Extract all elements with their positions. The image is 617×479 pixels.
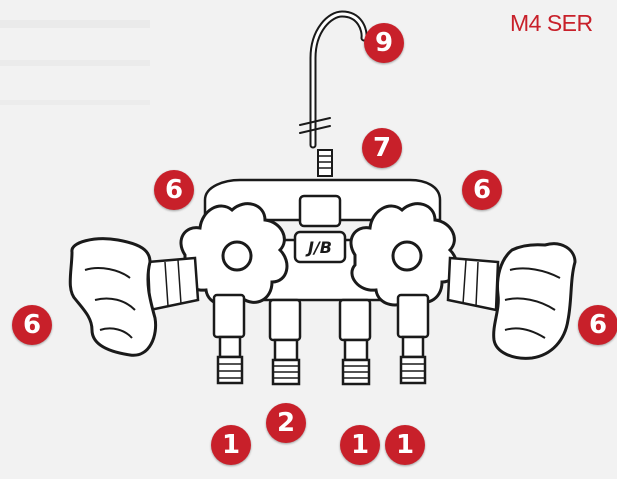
callout-badge: 6 [462, 170, 502, 210]
port-center-right [340, 300, 370, 384]
callout-badge: 1 [211, 425, 251, 465]
right-side-knob [494, 244, 575, 359]
series-title: M4 SER [510, 10, 593, 37]
callout-badge: 6 [578, 305, 617, 345]
callout-badge: 9 [364, 23, 404, 63]
left-side-knob [70, 239, 155, 356]
callout-badge: 7 [362, 128, 402, 168]
callout-badge: 1 [385, 425, 425, 465]
bottom-ports [214, 295, 428, 384]
callout-badge: 2 [266, 403, 306, 443]
callout-badge: 6 [154, 170, 194, 210]
callout-badge: 6 [12, 305, 52, 345]
port-right [398, 295, 428, 383]
right-side-stem [448, 258, 498, 310]
port-center-left [270, 300, 300, 384]
hanger-hook [300, 14, 364, 176]
callout-badge: 1 [340, 425, 380, 465]
background-bands [0, 20, 150, 105]
left-side-stem [148, 258, 198, 310]
port-left [214, 295, 244, 383]
jb-logo: J/B [305, 238, 332, 257]
